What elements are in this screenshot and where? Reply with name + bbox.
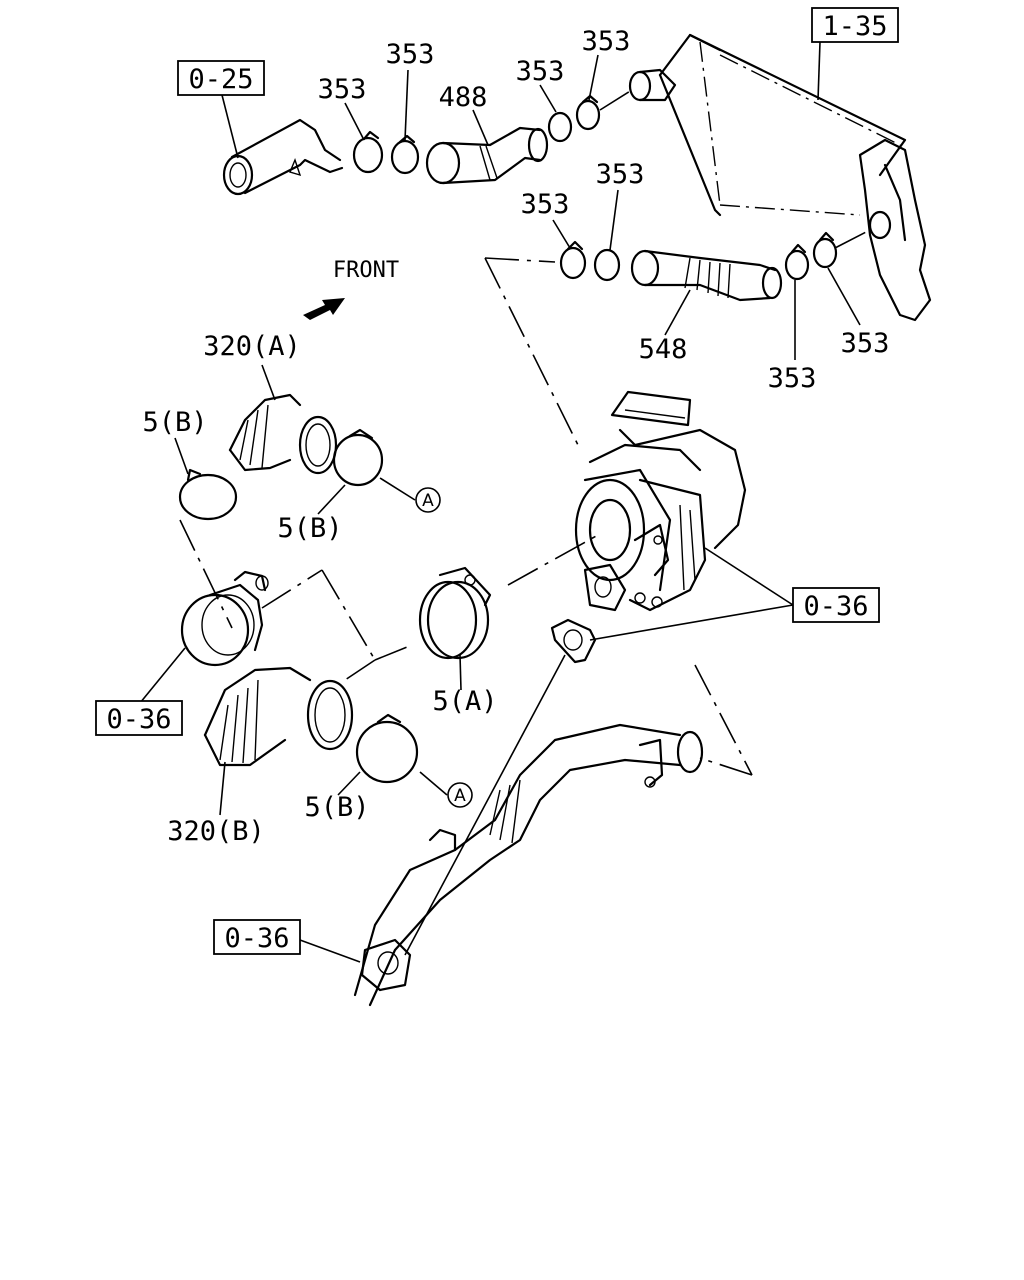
marker-a-upper-text: A xyxy=(422,491,434,511)
hose-488 xyxy=(425,126,549,185)
label-353-f: 353 xyxy=(596,159,645,190)
front-label: FRONT xyxy=(333,258,399,283)
inlet-adapter xyxy=(180,570,269,667)
clamp-353-upper-b xyxy=(390,134,420,175)
return-pipe xyxy=(353,723,704,1007)
clamp-353-lower-b xyxy=(593,248,621,282)
label-353-d: 353 xyxy=(582,26,631,57)
intercooler xyxy=(628,33,932,322)
label-488: 488 xyxy=(439,82,488,113)
ref-label-0-36-turbo: 0-36 xyxy=(803,591,868,622)
hose-548 xyxy=(630,249,783,302)
center-line-upper xyxy=(599,87,636,111)
clamp-353-lower-c xyxy=(784,243,810,281)
clamp-353-lower-a xyxy=(559,240,587,280)
label-353-c: 353 xyxy=(516,56,565,87)
elbow-320b xyxy=(203,666,354,767)
ref-label-1-35: 1-35 xyxy=(822,11,887,42)
ref-label-0-36-bottom: 0-36 xyxy=(224,923,289,954)
clamp-353-lower-d xyxy=(812,231,838,269)
ref-box-1-35: 1-35 xyxy=(811,7,899,43)
clamp-5b-c xyxy=(355,713,419,784)
leader-lines xyxy=(139,41,861,963)
label-353-b: 353 xyxy=(386,39,435,70)
clamp-353-upper-c xyxy=(547,111,573,143)
center-line-lower xyxy=(834,229,871,249)
label-353-a: 353 xyxy=(318,74,367,105)
label-5b-c: 5(B) xyxy=(304,792,369,823)
marker-a-upper: A xyxy=(415,487,441,513)
label-353-h: 353 xyxy=(841,328,890,359)
upper-pipe xyxy=(222,118,344,196)
label-320b: 320(B) xyxy=(167,816,265,847)
ref-box-0-36-bottom: 0-36 xyxy=(213,919,301,955)
ref-box-0-36-left: 0-36 xyxy=(95,700,183,736)
gasket xyxy=(550,618,597,664)
turbocharger xyxy=(574,390,747,612)
front-arrow-icon xyxy=(303,298,345,320)
label-353-g: 353 xyxy=(768,363,817,394)
label-320a: 320(A) xyxy=(203,331,301,362)
ref-box-0-25: 0-25 xyxy=(177,60,265,96)
marker-a-lower-text: A xyxy=(454,786,466,806)
ref-label-0-25: 0-25 xyxy=(188,64,253,95)
elbow-320a xyxy=(228,393,338,475)
ref-box-0-36-turbo: 0-36 xyxy=(792,587,880,623)
clamp-5b-b xyxy=(332,428,384,487)
label-5b-a: 5(B) xyxy=(142,407,207,438)
label-548: 548 xyxy=(639,334,688,365)
clamp-5a xyxy=(418,566,492,660)
ref-label-0-36-left: 0-36 xyxy=(106,704,171,735)
label-353-e: 353 xyxy=(521,189,570,220)
clamp-5b-a xyxy=(178,468,238,521)
clamp-353-upper-d xyxy=(575,94,601,131)
clamp-353-upper-a xyxy=(352,130,384,174)
marker-a-lower: A xyxy=(447,782,473,808)
label-5a: 5(A) xyxy=(432,686,497,717)
label-5b-b: 5(B) xyxy=(277,513,342,544)
